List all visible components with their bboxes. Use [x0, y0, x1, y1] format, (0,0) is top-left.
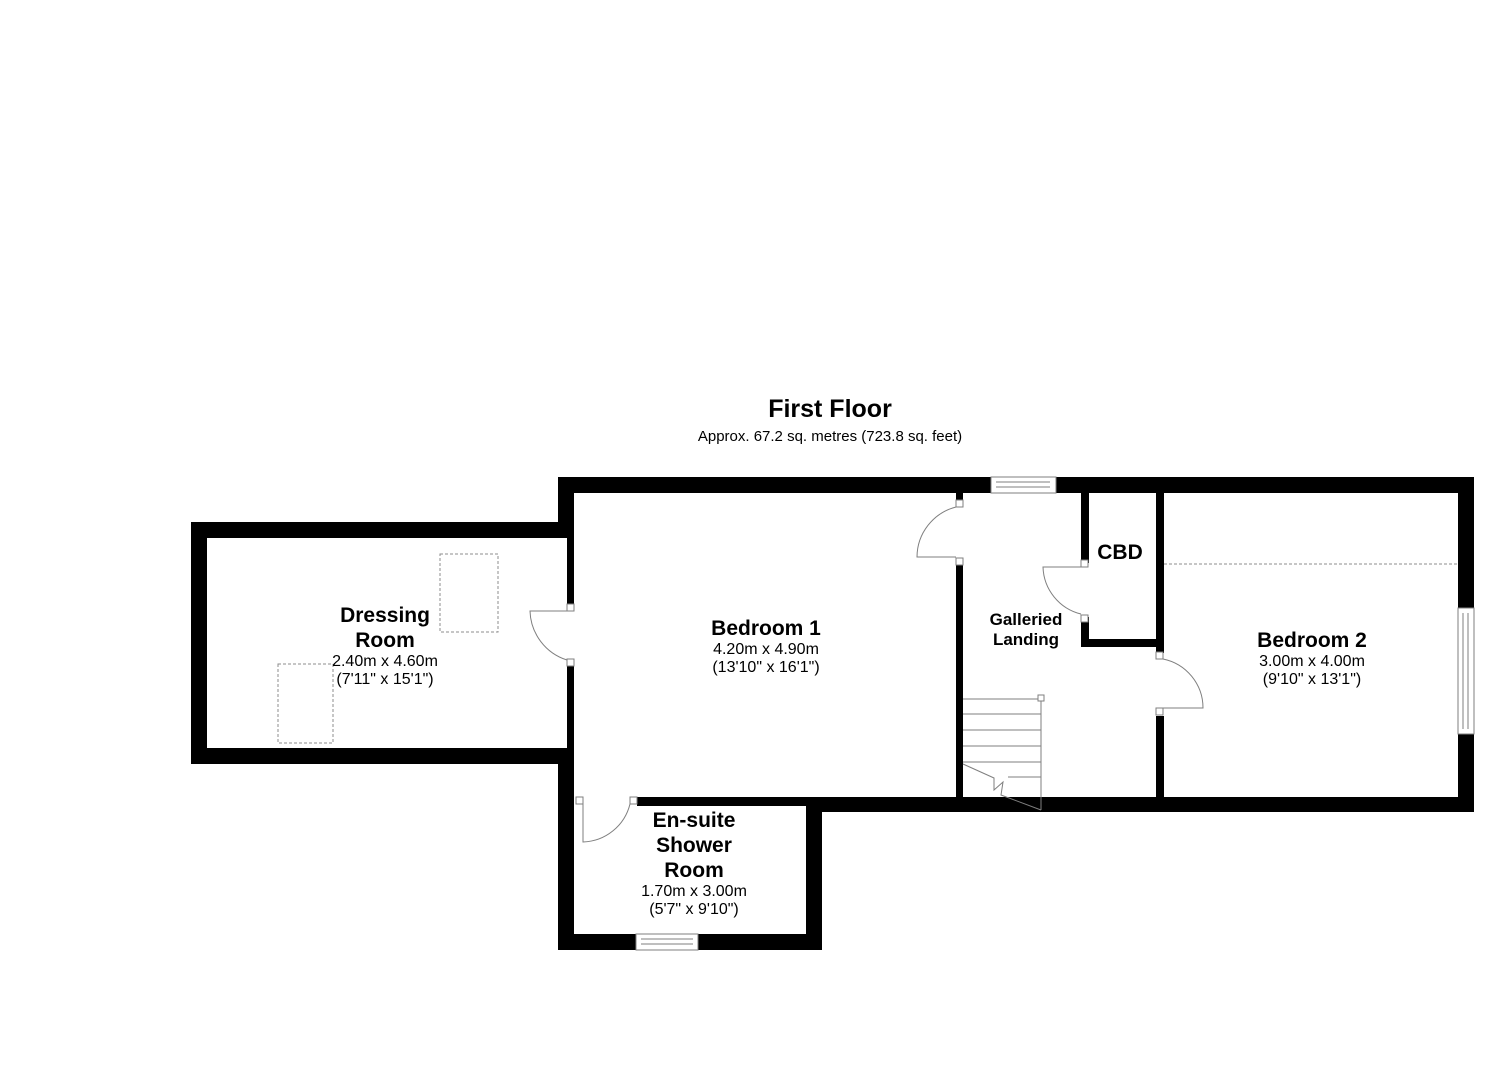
- wall-ensuite-top: [637, 797, 822, 806]
- door-bedroom-1: [916, 506, 957, 558]
- wall-bedroom2-left-lower: [1156, 716, 1164, 806]
- wall-bottom-stair: [958, 797, 1008, 812]
- floor-title: First Floor: [768, 395, 892, 423]
- wall-ensuite-bottom-left: [558, 934, 636, 950]
- door-en-suite: [582, 803, 631, 843]
- room-bedroom-1: Bedroom 1 4.20m x 4.90m (13'10" x 16'1"): [711, 617, 821, 676]
- wall-bedroom2-left-upper: [1156, 493, 1164, 653]
- wall-dressing-left: [191, 522, 207, 764]
- wall-cbd-left-lower: [1081, 617, 1089, 647]
- wall-dressing-top: [191, 522, 574, 538]
- wall-bedroom1-left-top: [558, 477, 574, 527]
- door-dressing-room: [529, 610, 568, 661]
- wall-dressing-right-lower: [567, 664, 574, 754]
- window-landing: [990, 476, 1057, 494]
- windows: [635, 476, 1475, 951]
- fixtures: [566, 499, 1164, 805]
- wall-right-upper: [1458, 477, 1474, 608]
- dashed-outlines: [277, 553, 1458, 744]
- skylight-2: [277, 663, 334, 744]
- staircase: [962, 694, 1045, 811]
- wall-cbd-left-upper: [1081, 493, 1089, 563]
- room-dressing-room: Dressing Room 2.40m x 4.60m (7'11" x 15'…: [332, 604, 438, 688]
- room-en-suite: En-suite Shower Room 1.70m x 3.00m (5'7"…: [641, 809, 747, 918]
- window-bedroom-2: [1457, 607, 1475, 735]
- wall-bottom-right: [822, 797, 1474, 812]
- room-bedroom-2: Bedroom 2 3.00m x 4.00m (9'10" x 13'1"): [1257, 629, 1367, 688]
- wall-dressing-bottom: [191, 748, 574, 764]
- wall-cbd-bottom: [1081, 639, 1164, 647]
- walls: [191, 477, 1474, 950]
- wall-ensuite-right: [806, 797, 822, 950]
- wall-right-lower: [1458, 734, 1474, 812]
- door-cbd: [1042, 566, 1082, 615]
- wall-top-left: [558, 477, 992, 493]
- wall-partition-top: [956, 493, 963, 501]
- wall-ensuite-bottom-right: [698, 934, 822, 950]
- wall-partition-lower: [956, 565, 963, 797]
- room-galleried-landing: Galleried Landing: [989, 610, 1063, 649]
- door-swings: [529, 506, 1204, 843]
- door-bedroom-2: [1162, 658, 1204, 709]
- wall-top-right: [1056, 477, 1474, 493]
- wall-ensuite-left: [558, 748, 574, 950]
- floor-area: Approx. 67.2 sq. metres (723.8 sq. feet): [697, 428, 963, 445]
- room-cbd: CBD: [1097, 541, 1143, 564]
- wall-dressing-right-upper: [567, 527, 574, 607]
- skylight-1: [439, 553, 499, 633]
- window-en-suite: [635, 933, 699, 951]
